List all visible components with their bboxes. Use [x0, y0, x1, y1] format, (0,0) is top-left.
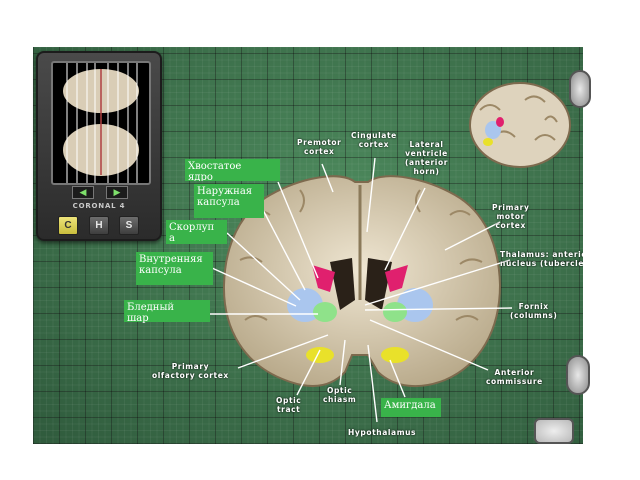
label-premotor-cortex: Premotor cortex	[297, 138, 342, 156]
label-thalamus: Thalamus: anterior nucleus (tubercle)	[500, 250, 583, 268]
tag-putamen: Скорлуп а	[166, 220, 227, 244]
leader-lines	[210, 157, 513, 423]
mini-brain-view	[469, 82, 571, 168]
label-cingulate-cortex: Cingulate cortex	[351, 131, 397, 149]
tag-external-capsule: Наружная капсула	[194, 184, 264, 218]
previous-slice-button[interactable]: ◀	[72, 186, 94, 199]
tag-internal-capsule: Внутренняя капсула	[136, 252, 213, 285]
label-lateral-ventricle: Lateral ventricle (anterior horn)	[405, 140, 449, 176]
label-hypothalamus: Hypothalamus	[348, 428, 417, 437]
corner-tool-button[interactable]	[534, 418, 574, 444]
label-fornix: Fornix (columns)	[510, 302, 558, 320]
slice-thumbnail[interactable]	[51, 61, 151, 185]
slice-navigator-panel: ◀ ▶ CORONAL 4 C H S	[36, 51, 162, 241]
side-zoom-control[interactable]	[566, 355, 590, 395]
horizontal-view-button[interactable]: H	[89, 216, 109, 235]
sagittal-view-button[interactable]: S	[119, 216, 139, 235]
coronal-section	[222, 175, 502, 388]
brain-thumbnail-illustration	[63, 63, 139, 183]
label-primary-olfactory-cortex: Primary olfactory cortex	[152, 362, 229, 380]
tag-caudate-nucleus: Хвостатое ядро	[185, 159, 280, 181]
label-primary-motor-cortex: Primary motor cortex	[492, 203, 530, 230]
label-optic-chiasm: Optic chiasm	[323, 386, 357, 404]
tag-globus-pallidus: Бледный шар	[124, 300, 210, 324]
tag-amygdala: Амигдала	[381, 398, 441, 417]
side-scroll-control[interactable]	[569, 70, 591, 108]
view-label: CORONAL 4	[72, 202, 126, 210]
label-optic-tract: Optic tract	[276, 396, 302, 414]
coronal-view-button[interactable]: C	[58, 216, 78, 235]
label-anterior-commissure: Anterior commissure	[486, 368, 543, 386]
next-slice-button[interactable]: ▶	[106, 186, 128, 199]
